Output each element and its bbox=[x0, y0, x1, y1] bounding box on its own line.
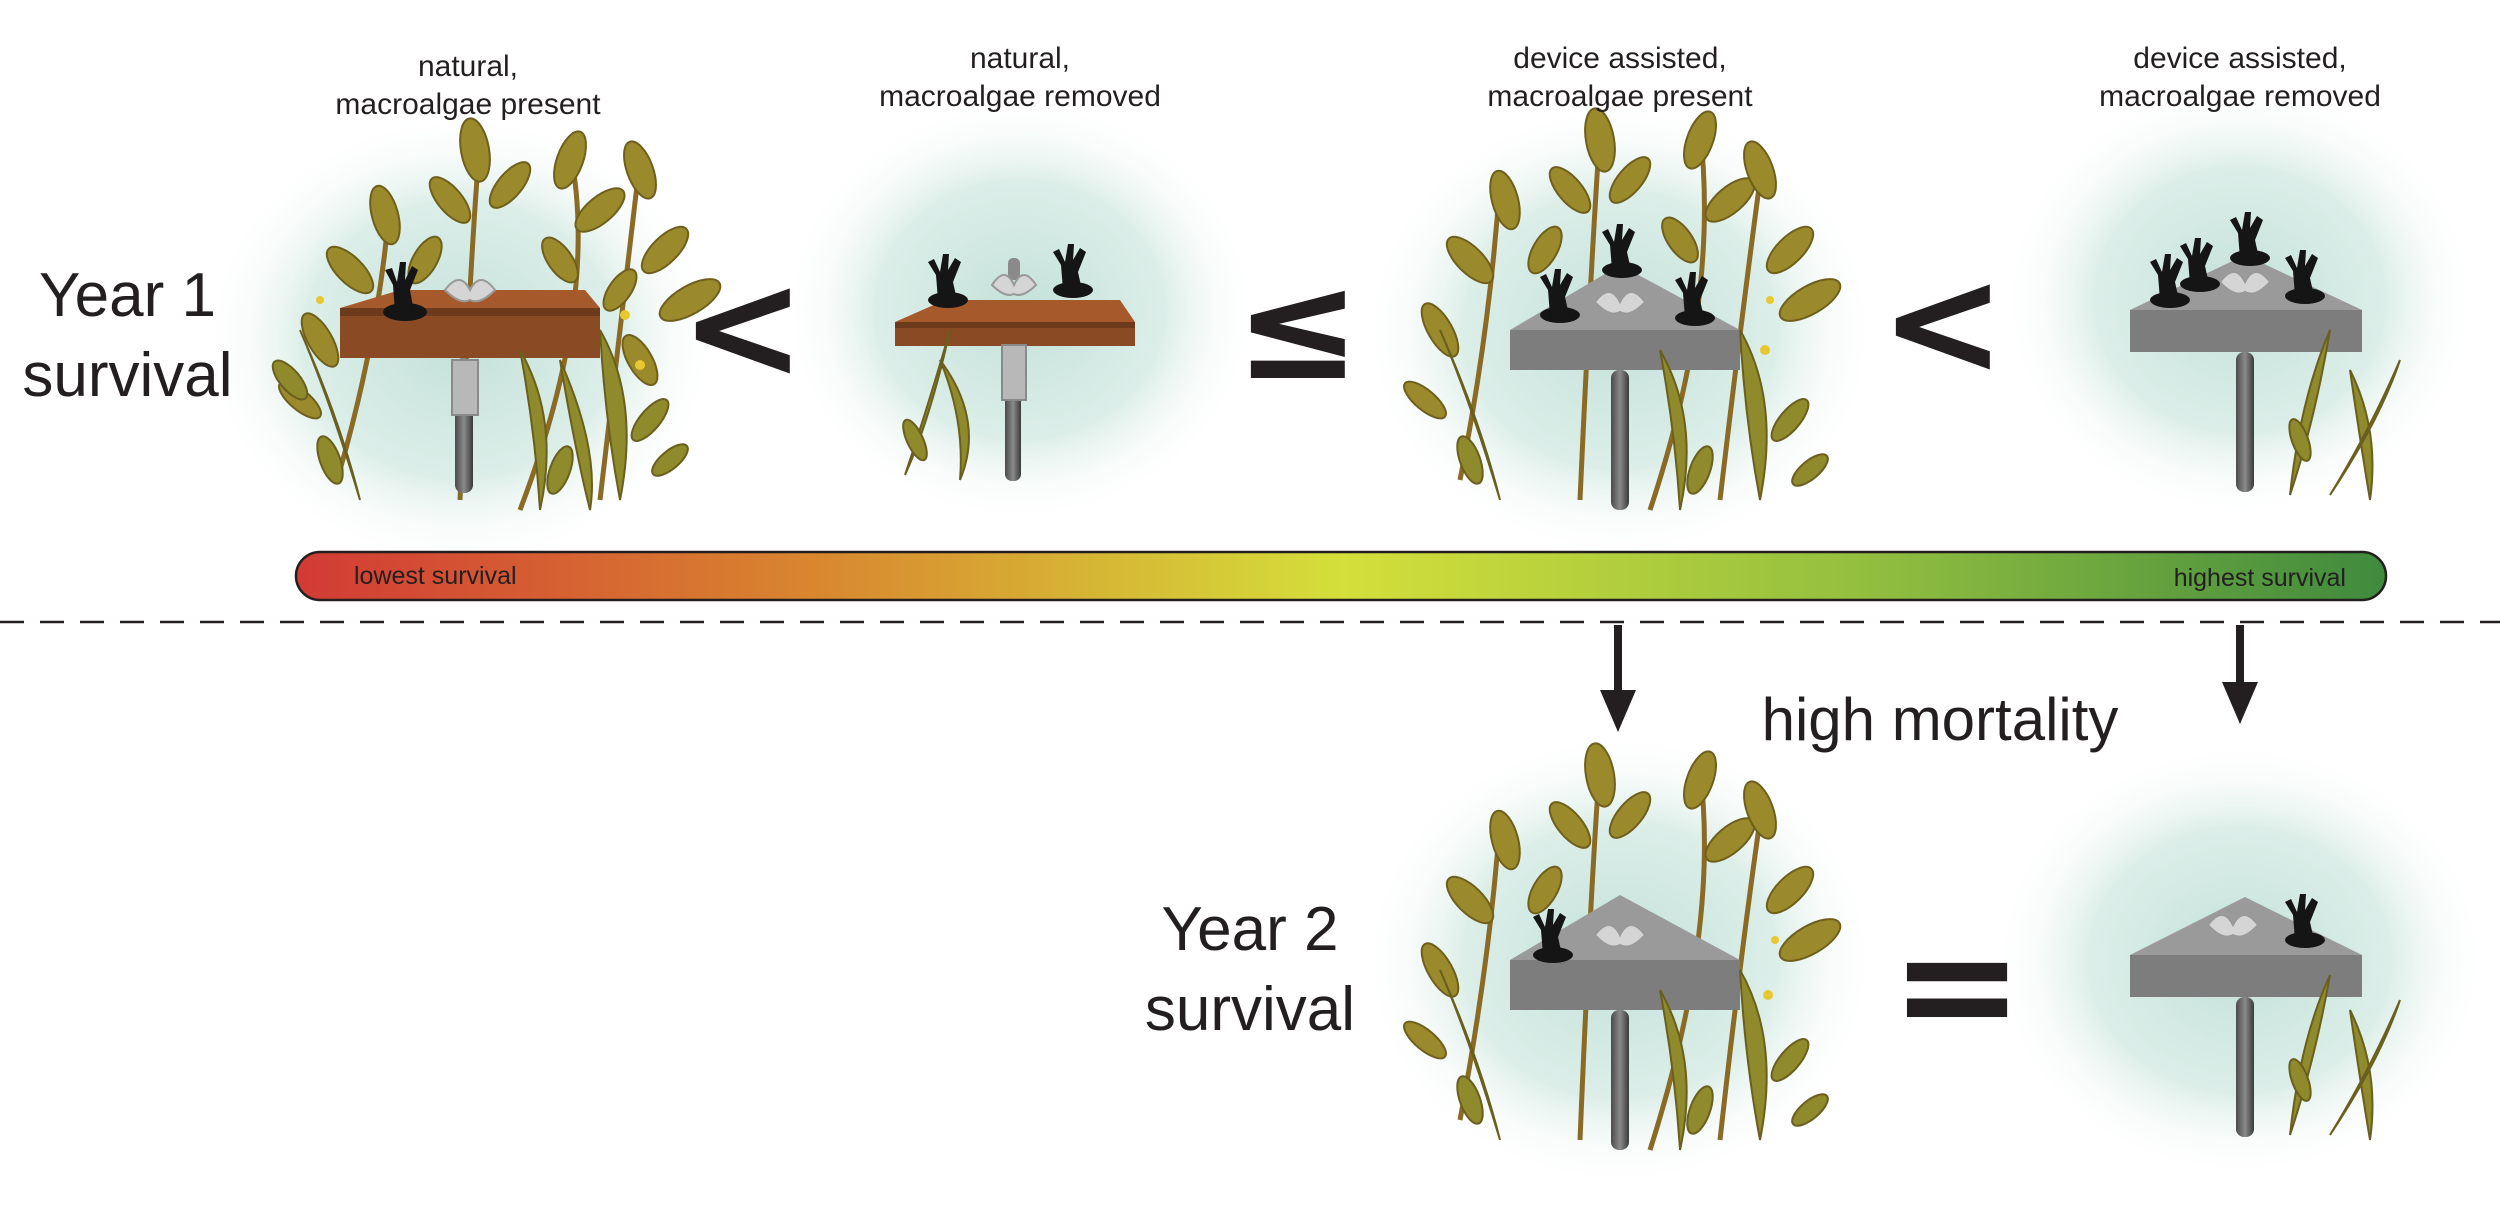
coral-icon bbox=[928, 254, 968, 308]
coral-icon bbox=[1540, 269, 1580, 323]
coral-icon bbox=[1053, 244, 1093, 298]
rod bbox=[2236, 997, 2254, 1137]
coral-icon bbox=[1602, 224, 1642, 278]
coral-icon bbox=[2180, 238, 2220, 292]
rod bbox=[1611, 370, 1629, 510]
condition-label-device-removed: device assisted, macroalgae removed bbox=[2030, 40, 2450, 116]
condition-line2: macroalgae present bbox=[1487, 80, 1753, 113]
comparison-less-than-2: < bbox=[1880, 236, 2006, 410]
condition-line1: natural, bbox=[969, 42, 1071, 75]
macroalgae-front bbox=[1439, 329, 1829, 511]
comparison-less-equal: ≤ bbox=[1235, 240, 1361, 414]
rod bbox=[1611, 1010, 1629, 1150]
condition-line1: natural, bbox=[417, 50, 519, 83]
macroalgae-front bbox=[1439, 969, 1829, 1151]
year1-line1: Year 1 bbox=[39, 261, 216, 330]
condition-line2: macroalgae present bbox=[335, 88, 601, 121]
condition-line1: device assisted, bbox=[2133, 42, 2347, 75]
nut-icon bbox=[1593, 291, 1647, 315]
macroalgae-front bbox=[2288, 974, 2401, 1141]
year2-line1: Year 2 bbox=[1161, 895, 1339, 964]
coral-icon bbox=[1533, 909, 1573, 963]
year2-line2: survival bbox=[1144, 975, 1356, 1044]
condition-label-natural-removed: natural, macroalgae removed bbox=[810, 40, 1230, 116]
lowest-survival-label: lowest survival bbox=[354, 562, 517, 590]
coral-icon bbox=[2150, 254, 2190, 308]
high-mortality-label: high mortality bbox=[1761, 686, 2119, 753]
condition-label-natural-present: natural, macroalgae present bbox=[258, 48, 678, 124]
condition-line2: macroalgae removed bbox=[879, 80, 1161, 113]
panel-natural-macroalgae-present bbox=[271, 117, 722, 511]
nut-icon bbox=[2206, 914, 2260, 938]
panel-device-macroalgae-removed bbox=[2130, 212, 2401, 501]
coral-icon bbox=[2230, 212, 2270, 266]
condition-label-device-present: device assisted, macroalgae present bbox=[1410, 40, 1830, 116]
comparison-less-than-1: < bbox=[680, 240, 806, 414]
coral-icon bbox=[2285, 250, 2325, 304]
nut-icon bbox=[443, 279, 497, 303]
nut-icon bbox=[2218, 271, 2272, 295]
arrow-down-icon bbox=[1600, 625, 1636, 732]
macroalgae-front bbox=[902, 329, 970, 481]
arrow-down-icon bbox=[2222, 625, 2258, 724]
panel-natural-macroalgae-removed bbox=[895, 244, 1135, 481]
panel-year2-device-macroalgae-present bbox=[1403, 742, 1842, 1151]
macroalgae-front bbox=[271, 329, 689, 511]
coral-icon bbox=[1675, 272, 1715, 326]
year2-survival-label: Year 2 survival bbox=[1115, 890, 1385, 1050]
year1-line2: survival bbox=[22, 341, 233, 410]
rod bbox=[451, 358, 479, 493]
coral-icon bbox=[2285, 894, 2325, 948]
algae-leaves bbox=[1403, 107, 1842, 420]
survival-gradient-bar bbox=[294, 550, 2388, 602]
rod bbox=[1001, 344, 1027, 481]
nut-icon bbox=[1593, 924, 1647, 948]
bolt-icon bbox=[1008, 258, 1020, 280]
panel-year2-device-macroalgae-removed bbox=[2130, 894, 2401, 1141]
panel-device-macroalgae-present bbox=[1403, 107, 1842, 511]
natural-plate bbox=[895, 300, 1135, 346]
coral-icon bbox=[383, 262, 427, 321]
year1-survival-label: Year 1 survival bbox=[0, 256, 255, 416]
nut-icon bbox=[990, 274, 1038, 296]
comparison-equal: = bbox=[1890, 891, 2025, 1078]
highest-survival-label: highest survival bbox=[2173, 564, 2346, 592]
rod bbox=[2236, 352, 2254, 492]
macroalgae-front bbox=[2288, 329, 2401, 501]
condition-line2: macroalgae removed bbox=[2099, 80, 2381, 113]
condition-line1: device assisted, bbox=[1513, 42, 1727, 75]
